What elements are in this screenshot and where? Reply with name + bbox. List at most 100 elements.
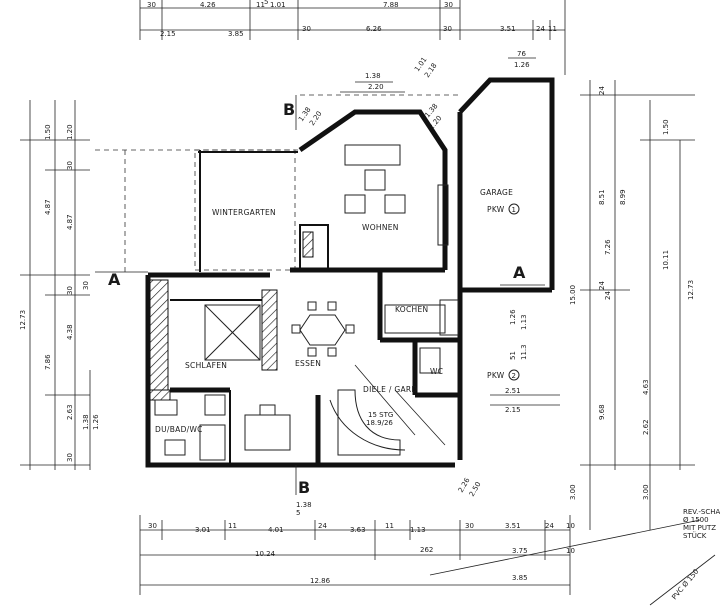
toilet: [164, 439, 186, 456]
label-wohnen: WOHNEN: [362, 223, 399, 232]
dim-bot-24b: 24: [545, 522, 554, 530]
dim-bay-220: 2.20: [368, 83, 384, 91]
dim-b-138: 1.38: [296, 501, 312, 509]
dim-kitchen-126: 1.26: [509, 309, 517, 325]
dim-kitchen-113: 1.13: [520, 314, 528, 330]
section-b-top: B: [283, 100, 295, 119]
note-schacht-2: Ø 1500: [683, 516, 709, 524]
dim-pkw2-215: 2.15: [505, 406, 521, 414]
dining-table: [299, 314, 346, 346]
dim-left-1273: 12.73: [19, 310, 27, 330]
dim-top-sup-1: 5: [264, 0, 268, 6]
kitchen-unit: [439, 299, 459, 336]
dim-bot-24: 24: [318, 522, 327, 530]
dim-top-24: 24: [536, 25, 545, 33]
armchair-left: [344, 194, 366, 214]
staircase: [329, 364, 446, 456]
dim-top-30: 30: [147, 1, 156, 9]
sink: [154, 399, 178, 416]
section-a-right: A: [513, 263, 526, 282]
dim-right-899: 8.99: [619, 189, 627, 205]
dim-left-263: 2.63: [66, 404, 74, 420]
dim-left-30d: 30: [82, 281, 90, 290]
dim-top-30b: 30: [444, 1, 453, 9]
armchair-right: [384, 194, 406, 214]
label-stairs: 15 STG: [368, 411, 393, 419]
furniture: [154, 144, 459, 461]
label-garage: GARAGE: [480, 188, 513, 197]
dim-right-262: 2.62: [642, 419, 650, 435]
dim-bot-10: 10: [566, 522, 575, 530]
section-a-left: A: [108, 270, 121, 289]
note-schacht-3: MIT PUTZ: [683, 524, 716, 532]
label-kochen: KOCHEN: [395, 305, 428, 314]
dim-kitchen-113b: 11.3: [520, 344, 528, 360]
label-stairs-ratio: 18.9/26: [366, 419, 393, 427]
dim-right-300: 3.00: [569, 484, 577, 500]
shelf: [437, 184, 449, 246]
dim-bot-11b: 11: [385, 522, 394, 530]
dim-top-426: 4.26: [200, 1, 216, 9]
dim-right-463: 4.63: [642, 379, 650, 395]
dim-right-968: 9.68: [598, 404, 606, 420]
note-pvc: PVC Ø 150: [670, 568, 700, 602]
dim-bot-262: 262: [420, 546, 433, 554]
dim-top-30c: 30: [302, 25, 311, 33]
desk: [244, 414, 291, 451]
dim-bot-301: 3.01: [195, 526, 211, 534]
dim-top-11: 11: [256, 1, 265, 9]
bed: [204, 304, 261, 361]
dim-bot-351: 3.51: [505, 522, 521, 530]
dim-top-30d: 30: [443, 25, 452, 33]
dim-right-1273: 12.73: [687, 280, 695, 300]
dim-left-438: 4.38: [66, 324, 74, 340]
note-schacht-1: REV.-SCHACHT: [683, 508, 720, 516]
dim-b-138-sup: 5: [296, 509, 300, 517]
bathtub: [199, 424, 226, 461]
dim-right-851: 8.51: [598, 189, 606, 205]
dim-left-120: 1.20: [66, 124, 74, 140]
dim-bot-401: 4.01: [268, 526, 284, 534]
wc-toilet: [419, 347, 441, 374]
dim-bot-1024: 10.24: [255, 550, 276, 558]
label-pkw1: PKW: [487, 205, 505, 214]
label-essen: ESSEN: [295, 359, 321, 368]
dim-bot-375: 3.75: [512, 547, 528, 555]
dim-left-487: 4.87: [44, 199, 52, 215]
label-duschbad: DU/BAD/WC: [155, 425, 203, 434]
dim-pkw2-251: 2.51: [505, 387, 521, 395]
dim-bot-363: 3.63: [350, 526, 366, 534]
dim-kitchen-51: 51: [509, 351, 517, 360]
bottom-dimension-chains: 30 3.01 11 4.01 24 3.63 11 1.13 30 3.51 …: [139, 476, 701, 595]
dim-bay-138: 1.38: [365, 72, 381, 80]
kitchen-counter: [384, 304, 446, 334]
top-dimension-chains: 30 4.26 11 5 1.01 7.88 30 2.15 3.85 30 6…: [139, 0, 566, 131]
label-diele: DIELE / GARD: [363, 385, 417, 394]
dim-right-726: 7.26: [604, 239, 612, 255]
dim-left-487b: 4.87: [66, 214, 74, 230]
left-dimension-chains: 12.73 1.50 4.87 7.86 1.20 30 4.87 30 4.3…: [19, 100, 100, 470]
dim-top-101: 1.01: [270, 1, 286, 9]
right-dimension-chains: 24 8.51 24 15.00 3.00 8.99 7.26 24 9.68 …: [490, 80, 695, 530]
dim-right-300b: 3.00: [642, 484, 650, 500]
sofa-top: [344, 144, 401, 166]
note-schacht-4: STÜCK: [683, 531, 707, 540]
label-pkw2-num: 2: [512, 372, 516, 380]
dim-left-786: 7.86: [44, 354, 52, 370]
dim-right-1011: 10.11: [662, 250, 670, 270]
shower: [204, 394, 226, 416]
dim-left-138: 1.38: [82, 414, 90, 430]
notes: REV.-SCHACHT Ø 1500 MIT PUTZ STÜCK PVC Ø…: [649, 508, 720, 606]
dim-top-385: 3.85: [228, 30, 244, 38]
label-wintergarten: WINTERGARTEN: [212, 208, 276, 217]
dim-left-30b: 30: [66, 286, 74, 295]
section-marks: A A B B: [95, 95, 545, 497]
dim-bot-1286: 12.86: [310, 577, 331, 585]
dim-right-24: 24: [598, 86, 606, 95]
dim-top-788: 7.88: [383, 1, 399, 9]
dim-top-126: 1.26: [514, 61, 530, 69]
dim-bot-385: 3.85: [512, 574, 528, 582]
dim-top-351: 3.51: [500, 25, 516, 33]
dim-bot-30: 30: [148, 522, 157, 530]
